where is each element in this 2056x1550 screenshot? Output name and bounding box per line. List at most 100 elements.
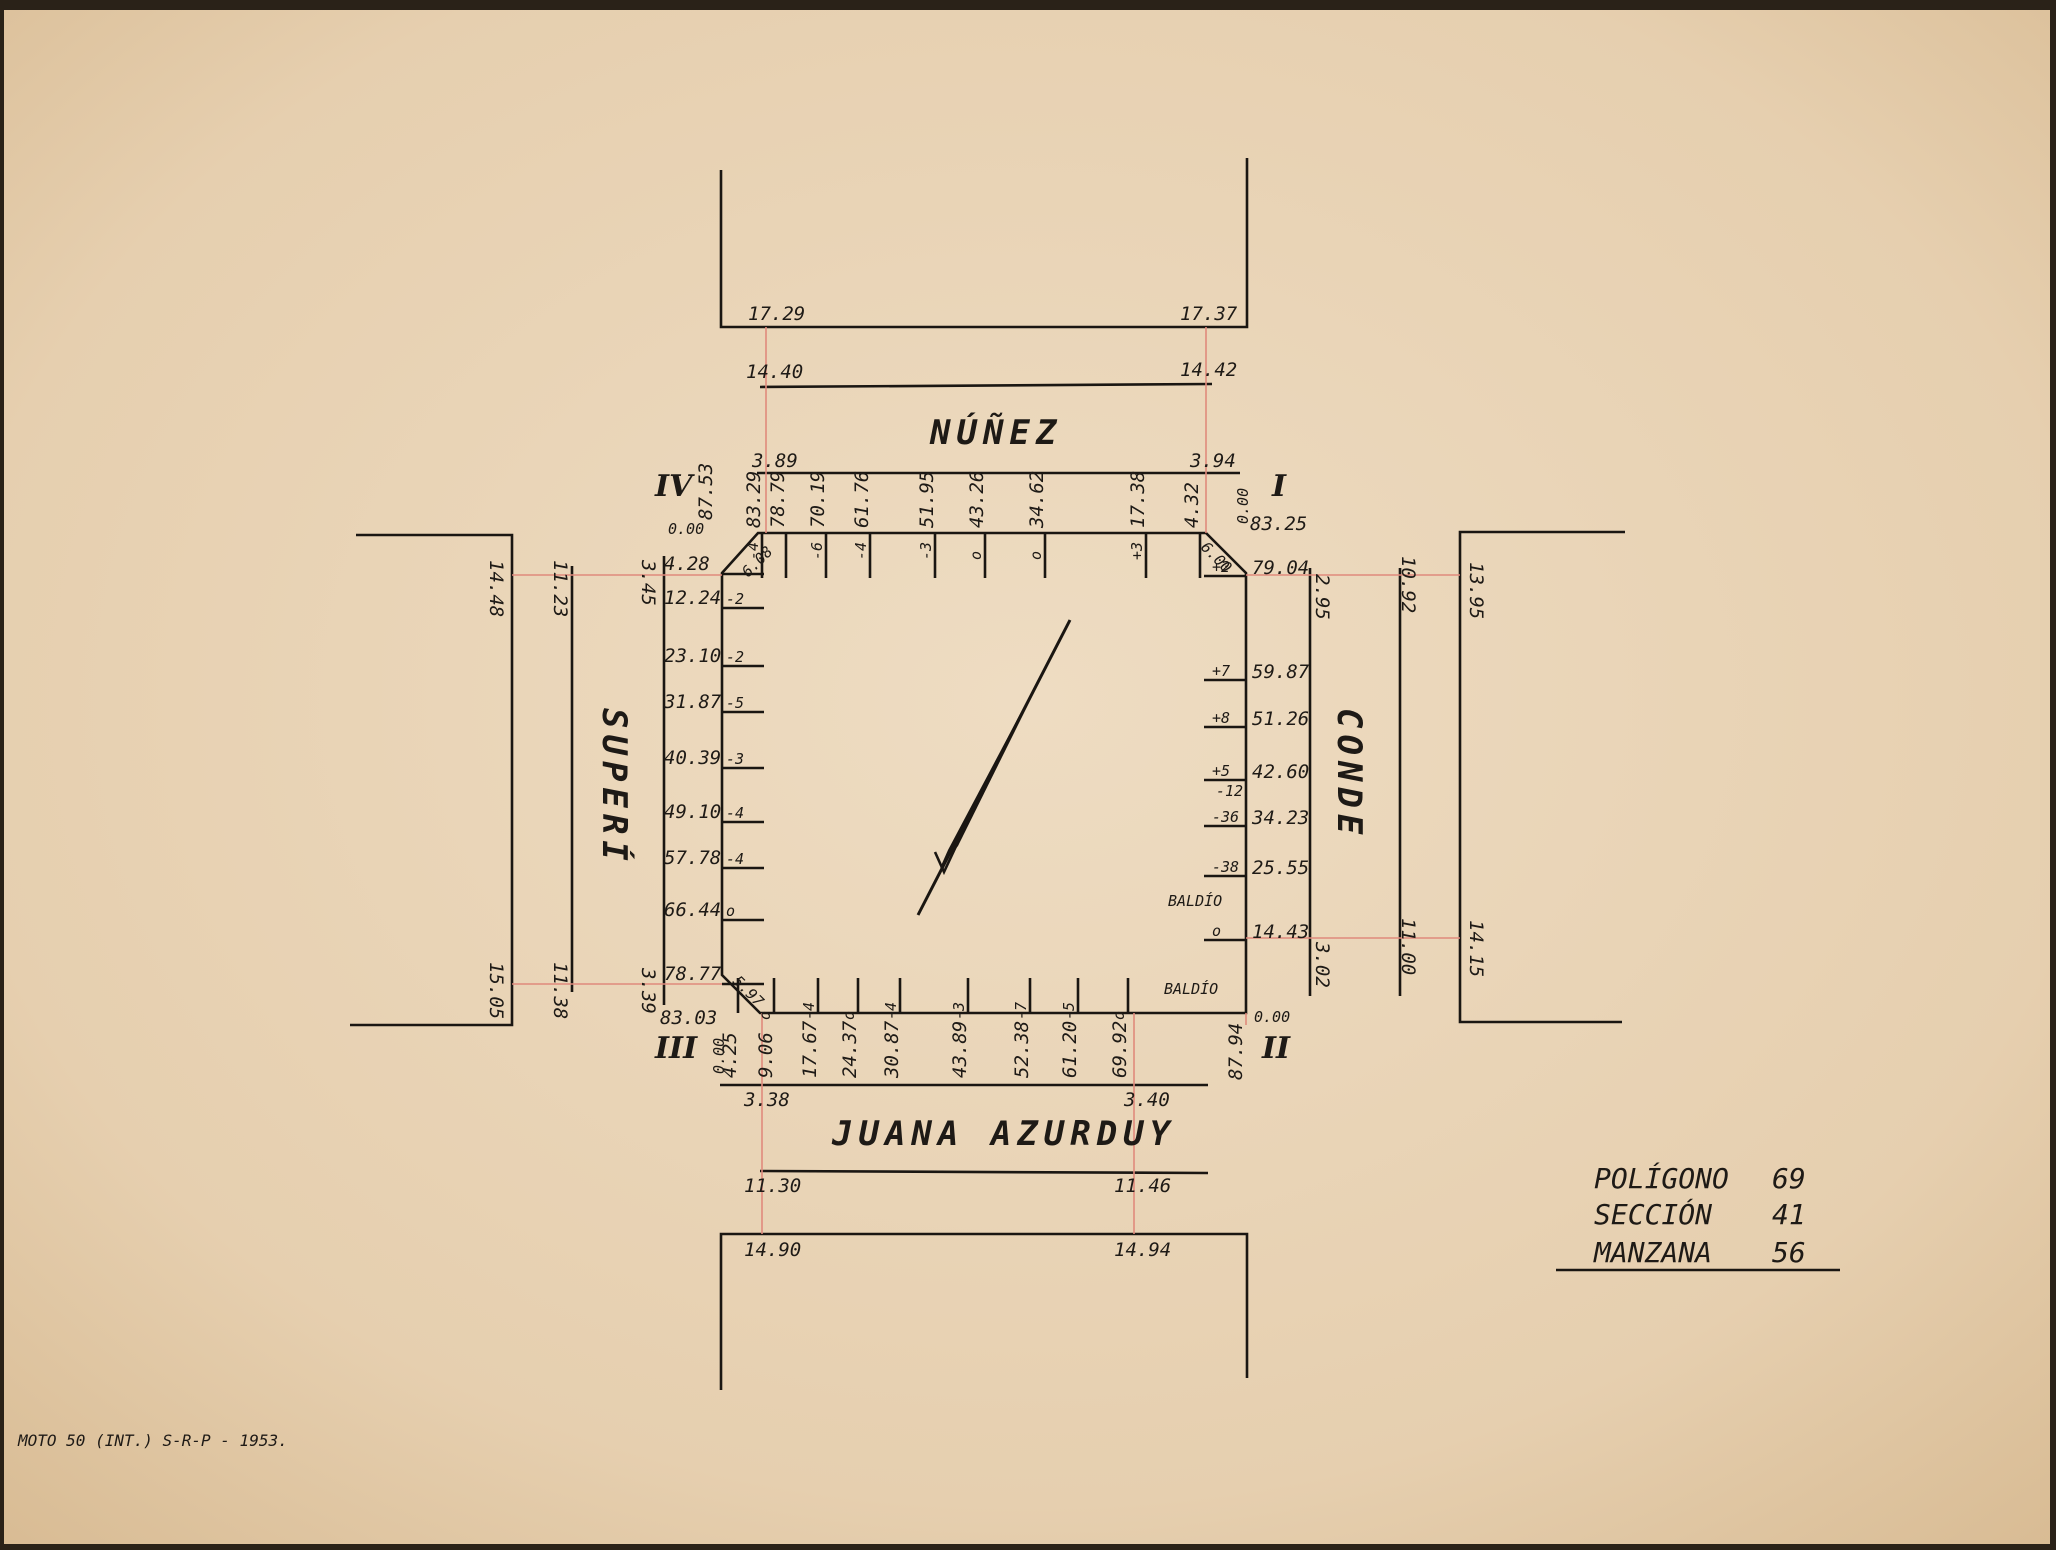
- east-measurements: 13.95 14.15 10.92 11.00 2.95 3.02 -12 BA…: [1164, 556, 1487, 998]
- west-lot-measure: 78.77: [664, 963, 722, 985]
- north-lot-measure: 61.76: [851, 471, 873, 528]
- south-lot-measure: 69.92: [1109, 1021, 1131, 1078]
- east-extra-offset: -12: [1216, 782, 1243, 800]
- street-name-south: JUANA AZURDUY: [831, 1114, 1176, 1154]
- corner-label-i: I: [1271, 469, 1287, 504]
- south-lot-measure: 4.25: [719, 1032, 741, 1078]
- west-lot-measure: 12.24: [664, 587, 721, 609]
- west-lot-marks: 4.2812.24-223.10-231.87-540.39-349.10-45…: [663, 553, 764, 986]
- west-curb-bottom: 11.38: [549, 962, 571, 1019]
- east-building-bottom: 14.15: [1465, 920, 1487, 977]
- east-lot-offset: +5: [1212, 762, 1230, 780]
- west-lot-offset: -5: [726, 694, 744, 712]
- south-lot-offset: o: [1110, 1011, 1128, 1020]
- north-building-left: 17.29: [748, 303, 805, 325]
- north-lot-offset: o: [967, 551, 985, 560]
- east-lot-offset: +2: [1212, 558, 1230, 576]
- legend-seccion-label: SECCIÓN: [1594, 1197, 1712, 1231]
- legend-manzana-value: 56: [1772, 1236, 1806, 1269]
- south-lot-offset: o: [756, 1011, 774, 1020]
- west-lot-measure: 31.87: [663, 691, 722, 713]
- north-lot-measure: 34.62: [1026, 471, 1048, 529]
- south-lot-offset: -5: [1060, 1002, 1078, 1020]
- north-lot-offset: -4: [744, 542, 762, 560]
- south-line-right: 3.40: [1123, 1089, 1170, 1111]
- east-lot-measure: 42.60: [1252, 761, 1309, 783]
- east-curb-top: 10.92: [1397, 556, 1419, 613]
- legend-manzana-label: MANZANA: [1593, 1236, 1712, 1269]
- north-arrow: [916, 619, 1072, 916]
- south-lot-offset: -3: [950, 1002, 968, 1020]
- i-total: 83.25: [1250, 513, 1307, 535]
- east-lot-offset: +7: [1212, 662, 1230, 680]
- north-line-left: 3.89: [751, 450, 798, 472]
- plan-legend: POLÍGONO 69 SECCIÓN 41 MANZANA 56: [1556, 1161, 1840, 1272]
- north-lot-measure: 78.79: [767, 471, 789, 528]
- north-lot-offset: -6: [808, 542, 826, 560]
- west-measurements: 14.48 15.05 11.23 11.38 3.45 3.39: [485, 559, 659, 1019]
- east-lot-measure: 14.43: [1252, 921, 1309, 943]
- south-curb-left: 11.30: [744, 1175, 801, 1197]
- south-lot-measure: 43.89: [949, 1021, 971, 1078]
- street-lines: [662, 471, 1312, 1087]
- west-lot-measure: 49.10: [664, 801, 721, 823]
- south-curb-right: 11.46: [1114, 1175, 1171, 1197]
- street-name-west: SUPERÍ: [594, 708, 635, 867]
- footer-note: MOTO 50 (INT.) S-R-P - 1953.: [17, 1431, 288, 1450]
- west-lot-offset: -2: [726, 590, 744, 608]
- south-lot-measure: 24.37: [839, 1020, 861, 1078]
- south-lot-offset: -4: [882, 1002, 900, 1020]
- east-lot-measure: 59.87: [1252, 661, 1310, 683]
- east-lot-measure: 51.26: [1252, 708, 1309, 730]
- north-building-right: 17.37: [1180, 303, 1238, 325]
- east-lot-measure: 79.04: [1252, 557, 1309, 579]
- south-lot-measure: 30.87: [881, 1020, 903, 1079]
- west-building-bottom: 15.05: [485, 962, 507, 1019]
- west-lot-measure: 66.44: [664, 899, 721, 921]
- east-baldio-2: BALDÍO: [1164, 979, 1218, 998]
- east-lot-offset: -36: [1212, 808, 1239, 826]
- west-line-top: 3.45: [637, 559, 659, 606]
- north-lot-measure: 70.19: [807, 471, 829, 528]
- west-line-bottom: 3.39: [637, 967, 659, 1014]
- south-lot-measure: 52.38: [1011, 1021, 1033, 1078]
- south-lot-measure: 9.06: [755, 1032, 777, 1078]
- red-reference-lines: [512, 327, 1460, 1234]
- east-line-bottom: 3.02: [1311, 941, 1333, 988]
- east-lot-measure: 34.23: [1251, 807, 1309, 829]
- corner-label-iii: III: [654, 1031, 698, 1066]
- legend-poligono-label: POLÍGONO: [1594, 1161, 1729, 1195]
- south-lot-offset: o: [840, 1011, 858, 1020]
- east-building-top: 13.95: [1465, 562, 1487, 619]
- west-lot-offset: -3: [726, 750, 744, 768]
- north-lot-measure: 43.26: [966, 471, 988, 528]
- west-building-top: 14.48: [485, 560, 507, 617]
- north-measurements: 17.29 17.37 14.40 14.42 3.89 3.94: [746, 303, 1238, 472]
- east-baldio-1: BALDÍO: [1168, 891, 1222, 910]
- east-line-top: 2.95: [1311, 574, 1333, 620]
- north-lot-offset: -3: [917, 542, 935, 560]
- south-lot-offset: -4: [800, 1002, 818, 1020]
- east-lot-offset: o: [1212, 922, 1221, 940]
- south-lot-offset: -7: [1012, 1002, 1030, 1020]
- west-lot-offset: -4: [726, 850, 744, 868]
- ii-total: 87.94: [1225, 1023, 1247, 1080]
- west-lot-measure: 57.78: [664, 847, 721, 869]
- north-curb-left: 14.40: [746, 361, 803, 383]
- legend-seccion-value: 41: [1772, 1198, 1806, 1231]
- east-lot-offset: +8: [1212, 709, 1230, 727]
- west-lot-measure: 40.39: [664, 747, 721, 769]
- east-lot-marks: 79.04+259.87+751.26+842.60+534.23-3625.5…: [1204, 557, 1310, 943]
- iv-total: 87.53: [695, 463, 717, 520]
- block-outline: [720, 531, 1248, 1015]
- south-building-right: 14.94: [1114, 1239, 1171, 1261]
- north-lot-offset: +3: [1128, 542, 1146, 560]
- street-name-north: NÚÑEZ: [929, 412, 1062, 453]
- iii-zero: 0.00: [710, 1038, 728, 1074]
- street-name-east: CONDE: [1329, 708, 1369, 840]
- south-building-left: 14.90: [744, 1239, 801, 1261]
- north-line-right: 3.94: [1189, 450, 1236, 472]
